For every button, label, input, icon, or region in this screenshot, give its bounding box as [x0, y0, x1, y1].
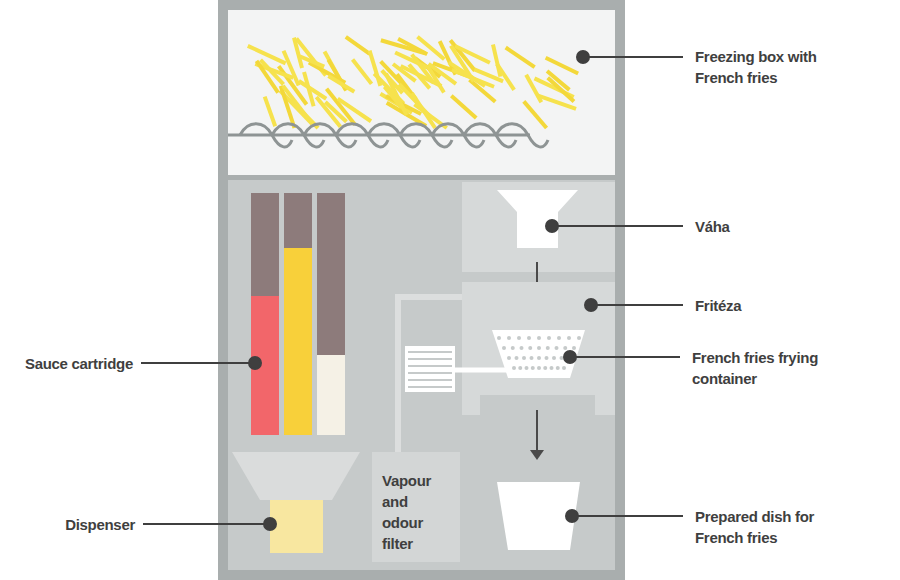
fry	[524, 101, 547, 128]
fry	[497, 64, 514, 90]
fry	[346, 37, 370, 54]
fry	[386, 74, 407, 115]
sauce-fill	[284, 248, 312, 435]
fry	[353, 60, 372, 84]
sauce-fill	[317, 355, 345, 435]
basket-holes	[497, 336, 581, 370]
heater-grill	[405, 346, 455, 392]
fry	[548, 78, 574, 102]
sauce-tube	[251, 193, 279, 435]
grill-lines	[408, 352, 452, 387]
fryer-box	[462, 282, 615, 415]
fry	[300, 56, 325, 66]
callout-label: Sauce cartridge	[8, 353, 133, 374]
node-text: Vapour and odour filter	[382, 470, 452, 554]
fry	[546, 58, 578, 74]
fry	[338, 99, 371, 122]
fry	[417, 37, 444, 60]
callout-label: Freezing box with French fries	[695, 46, 835, 88]
fry	[493, 45, 500, 77]
fry	[257, 61, 279, 93]
fry	[325, 102, 346, 122]
callout-label: Dispenser	[25, 514, 135, 535]
fry	[451, 46, 474, 82]
fry	[284, 51, 299, 86]
sauce-tube	[284, 193, 312, 435]
basket-handle	[455, 368, 510, 373]
fry	[506, 47, 535, 67]
sauce-tube	[317, 193, 345, 435]
callout-label: Váha	[695, 216, 815, 237]
fries	[248, 37, 578, 128]
frying-basket	[492, 330, 585, 378]
fry	[299, 81, 326, 99]
fries-cup	[497, 482, 580, 550]
scale-funnel	[497, 190, 578, 248]
housing	[218, 0, 625, 580]
callout-label: Prepared dish for French fries	[695, 506, 845, 548]
fry	[370, 51, 381, 86]
callout-label: Fritéza	[695, 295, 815, 316]
flow-arrow	[536, 410, 538, 452]
fry	[412, 55, 434, 83]
fry	[294, 38, 302, 68]
dispenser-funnel	[232, 452, 360, 500]
dispenser	[270, 500, 323, 553]
filter-box: Vapour and odour filter	[372, 452, 460, 562]
fry	[451, 96, 476, 118]
fry	[381, 40, 425, 53]
fry	[283, 86, 308, 118]
arrowhead	[530, 450, 544, 460]
lower-compartment	[228, 180, 615, 570]
fry	[265, 97, 276, 127]
fry	[474, 69, 503, 81]
fry	[328, 76, 354, 92]
callout-label: French fries frying container	[692, 347, 827, 389]
fry	[248, 46, 286, 64]
vapour-pipe	[398, 297, 462, 452]
freezing-box	[228, 10, 615, 175]
conveyor-rail	[228, 134, 530, 137]
